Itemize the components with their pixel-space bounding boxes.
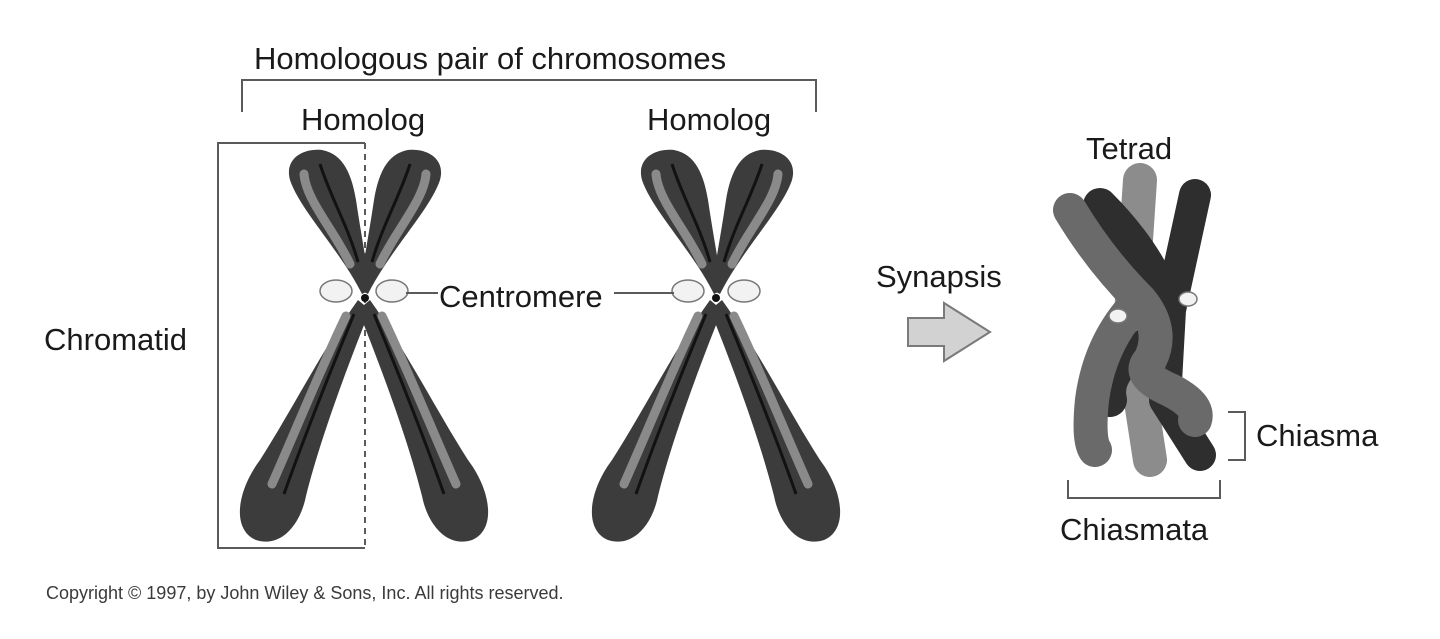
centromere-label: Centromere (439, 281, 603, 312)
homolog-left-label: Homolog (301, 104, 425, 135)
chiasma-label: Chiasma (1256, 420, 1378, 451)
chromosome-right (592, 150, 840, 542)
chromatid-label: Chromatid (44, 324, 187, 355)
chromatid-arm (592, 300, 722, 542)
centromere-lobe (672, 280, 704, 302)
homologous-pair-label: Homologous pair of chromosomes (254, 43, 726, 74)
chiasma-bracket (1228, 412, 1245, 460)
copyright-notice: Copyright © 1997, by John Wiley & Sons, … (46, 584, 564, 602)
chromatid-arm (358, 300, 488, 542)
homolog-right-label: Homolog (647, 104, 771, 135)
synapsis-arrow-icon (908, 303, 990, 361)
chiasmata-bracket (1068, 480, 1220, 498)
centromere-lobe (728, 280, 760, 302)
centromere-lobe (1179, 292, 1197, 306)
tetrad-label: Tetrad (1086, 133, 1172, 164)
chromatid-arm (240, 300, 370, 542)
centromere-lobe (376, 280, 408, 302)
chiasmata-label: Chiasmata (1060, 514, 1208, 545)
synapsis-label: Synapsis (876, 261, 1002, 292)
centromere-lobe (1109, 309, 1127, 323)
tetrad-illustration (1070, 180, 1200, 460)
chromatid-arm (710, 300, 840, 542)
centromere-lobe (320, 280, 352, 302)
